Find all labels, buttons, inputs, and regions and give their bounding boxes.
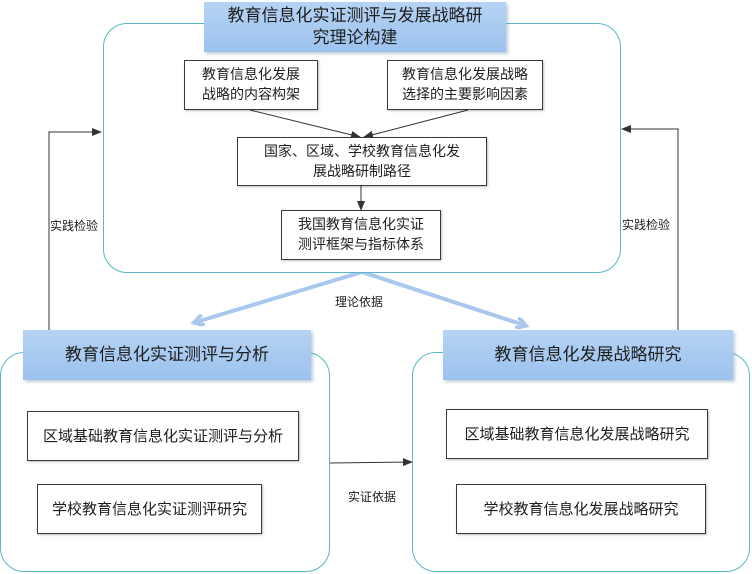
node-formulation-path: 国家、区域、学校教育信息化发 展战略研制路径 <box>237 137 487 186</box>
theory-title-line2: 究理论构建 <box>312 28 398 48</box>
evaluation-panel-title-text: 教育信息化实证测评与分析 <box>65 345 269 365</box>
theory-basis-arrow-left <box>196 270 363 322</box>
strategy-item-regional: 区域基础教育信息化发展战略研究 <box>446 409 708 459</box>
evaluation-item-school: 学校教育信息化实证测评研究 <box>37 484 262 534</box>
node-evaluation-framework: 我国教育信息化实证 测评框架与指标体系 <box>281 210 441 260</box>
practice-check-right-connector <box>621 125 679 333</box>
theory-basis-label: 理论依据 <box>335 295 384 309</box>
empirical-basis-connector <box>329 458 413 467</box>
evaluation-item-regional-text: 区域基础教育信息化实证测评与分析 <box>42 427 283 445</box>
empirical-basis-label: 实证依据 <box>348 490 397 504</box>
node-content-framework-line2: 战略的内容构架 <box>202 87 300 103</box>
node-influence-factors: 教育信息化发展战略 选择的主要影响因素 <box>387 60 543 110</box>
node-evaluation-framework-line2: 测评框架与指标体系 <box>298 237 424 253</box>
content-framework-to-path-connector <box>249 109 361 139</box>
node-formulation-path-line2: 展战略研制路径 <box>313 163 411 180</box>
strategy-panel-title: 教育信息化发展战略研究 <box>443 330 733 380</box>
node-content-framework: 教育信息化发展 战略的内容构架 <box>184 60 318 110</box>
evaluation-item-regional: 区域基础教育信息化实证测评与分析 <box>27 411 299 461</box>
node-evaluation-framework-line1: 我国教育信息化实证 <box>298 217 424 233</box>
evaluation-item-school-text: 学校教育信息化实证测评研究 <box>51 500 247 518</box>
strategy-panel <box>412 352 750 572</box>
node-influence-factors-line2: 选择的主要影响因素 <box>402 87 528 103</box>
evaluation-panel-title: 教育信息化实证测评与分析 <box>23 330 311 380</box>
node-formulation-path-line1: 国家、区域、学校教育信息化发 <box>264 143 460 160</box>
practice-check-left-label: 实践检验 <box>50 217 99 234</box>
practice-check-right-label: 实践检验 <box>622 216 671 233</box>
strategy-item-regional-text: 区域基础教育信息化发展战略研究 <box>464 425 690 443</box>
evaluation-panel <box>0 352 330 572</box>
practice-check-left-connector <box>48 128 102 333</box>
influence-factors-to-path-connector <box>363 109 469 139</box>
node-influence-factors-line1: 教育信息化发展战略 <box>402 67 528 83</box>
node-content-framework-line1: 教育信息化发展 <box>202 67 300 83</box>
theory-basis-arrow-right <box>361 270 524 325</box>
strategy-item-school-text: 学校教育信息化发展战略研究 <box>483 500 679 518</box>
strategy-panel-title-text: 教育信息化发展战略研究 <box>494 345 682 365</box>
strategy-item-school: 学校教育信息化发展战略研究 <box>456 484 706 534</box>
theory-panel-title: 教育信息化实证测评与发展战略研 究理论构建 <box>204 2 506 52</box>
theory-title-line1: 教育信息化实证测评与发展战略研 <box>227 6 483 26</box>
